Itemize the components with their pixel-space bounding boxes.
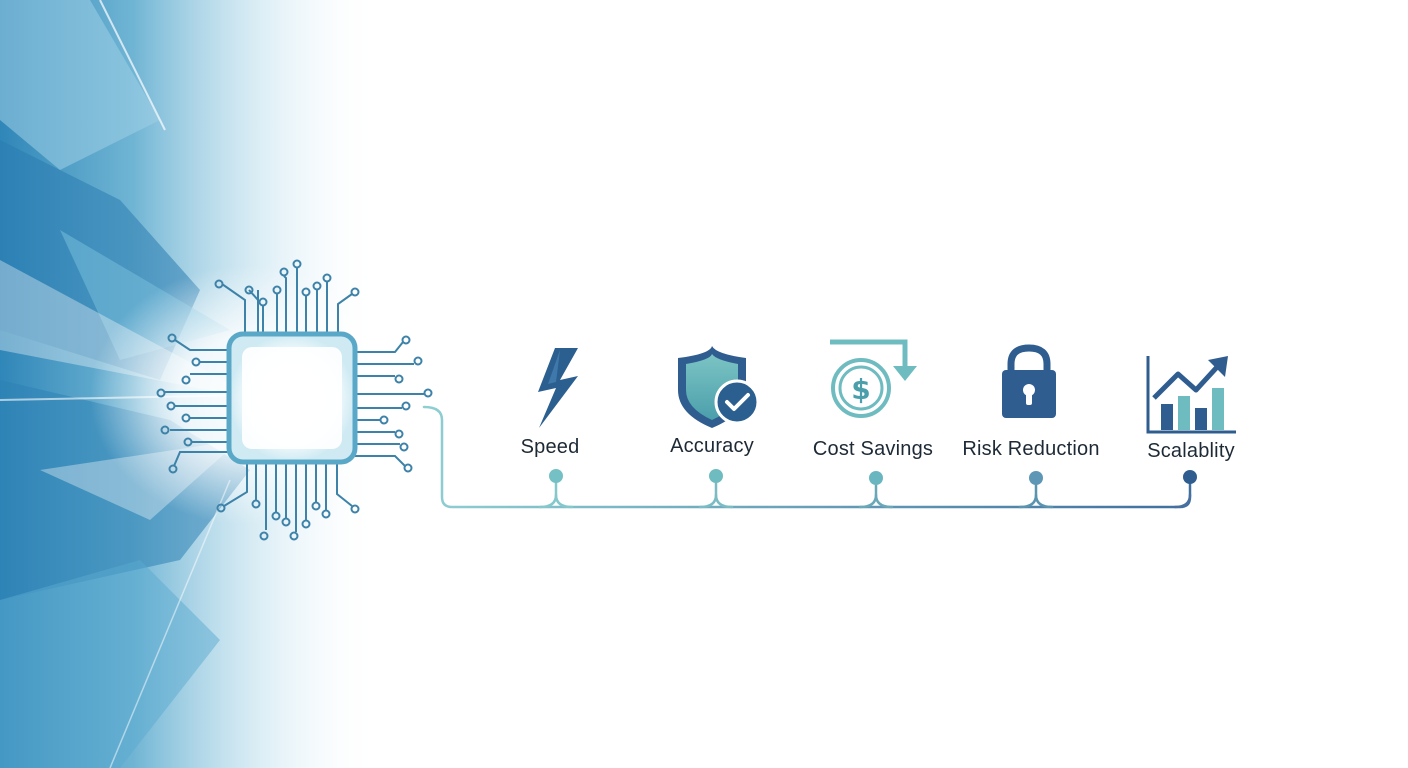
label-risk-reduction: Risk Reduction [962,438,1100,460]
cpu-chip-icon [156,259,433,541]
lightning-bolt-icon [538,348,578,428]
connector-nodes [549,469,1197,485]
label-speed: Speed [520,436,580,458]
node-accuracy [709,469,723,483]
label-accuracy: Accuracy [670,435,754,457]
shield-check-icon [678,346,760,428]
label-cost-savings: Cost Savings [812,438,934,460]
node-cost-savings [869,471,883,485]
dollar-coin-arrow-icon: $ [830,339,917,418]
connector-line [422,405,1192,509]
node-scalability [1183,470,1197,484]
growth-bar-chart-icon [1146,356,1236,434]
padlock-icon [1002,344,1056,418]
svg-text:$: $ [851,373,870,406]
label-scalability: Scalablity [1147,440,1235,462]
node-speed [549,469,563,483]
node-risk-reduction [1029,471,1043,485]
